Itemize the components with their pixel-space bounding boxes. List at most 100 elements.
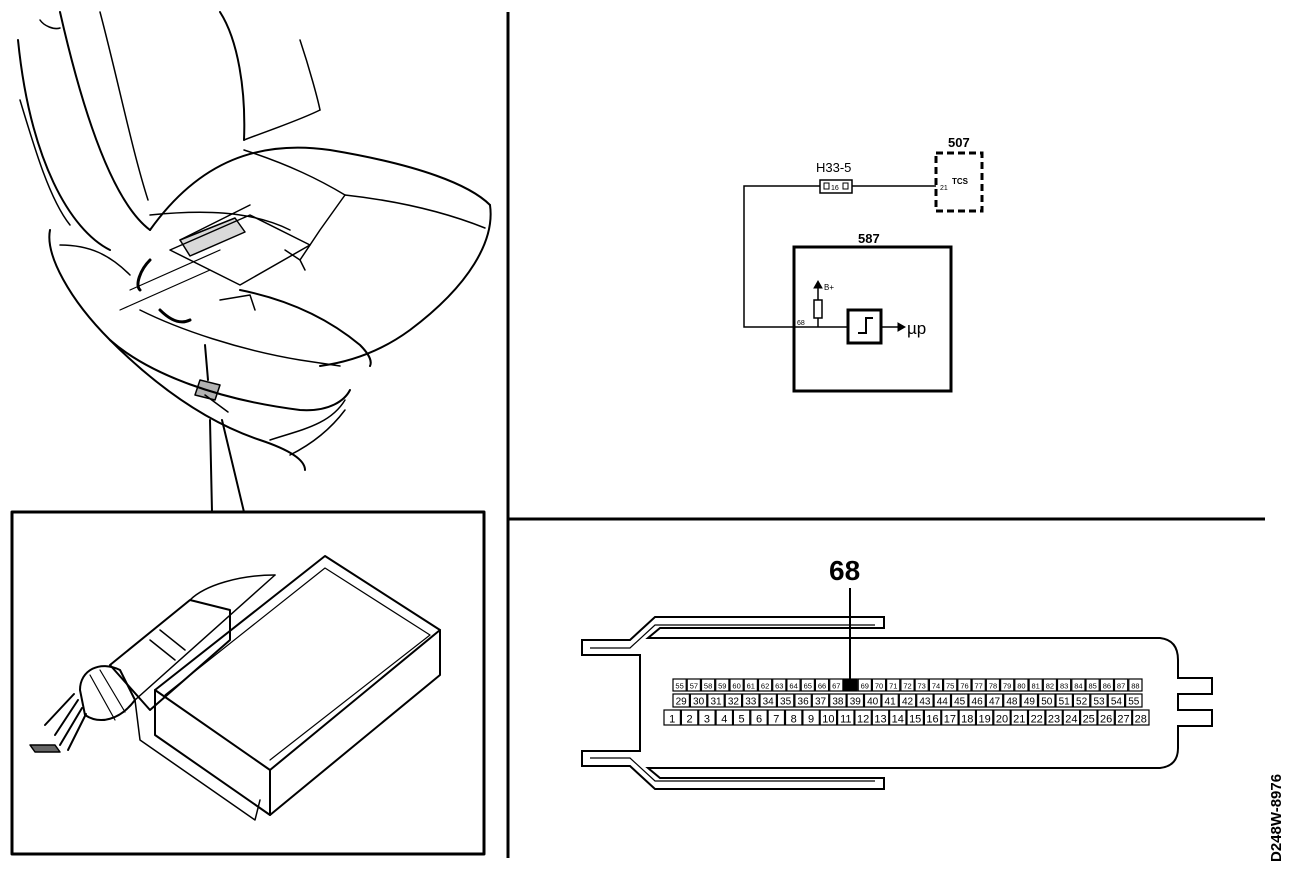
pin-cell [1128,678,1143,692]
pin-cell [1079,709,1098,726]
pull-up-resistor [813,279,823,327]
pin-number: 29 [676,697,688,708]
pin-cell [772,678,787,692]
pin-number: 27 [1117,714,1129,726]
pin-number: 48 [1006,697,1018,708]
pin-number: 64 [789,682,797,691]
pin-cell [985,678,1001,692]
pin-number: 5 [739,714,745,726]
pin-cell [1090,693,1108,708]
callout-pin-number: 68 [829,555,860,586]
pin-number: 3 [704,714,710,726]
pin-number: 35 [780,697,792,708]
pin-cell [1055,693,1073,708]
pin-number: 20 [996,714,1008,726]
pin-cell [776,693,795,708]
pin-number: 68 [846,682,854,691]
pin-cell [942,678,958,692]
pin-number: 47 [989,697,1001,708]
ecu-input-pin-label: 68 [797,320,805,327]
schmitt-trigger-icon [846,308,907,345]
pin-number: 16 [926,714,938,726]
pin-number: 72 [903,682,911,691]
pin-number: 66 [818,682,826,691]
pin-number: 74 [932,682,940,691]
signal-wire [743,185,936,328]
pin-number: 57 [690,682,698,691]
pin-number: 23 [1048,714,1060,726]
pin-cell [928,678,944,692]
pin-number: 86 [1103,682,1111,691]
connector-housing [581,616,1213,790]
pin-number: 8 [791,714,797,726]
pin-cell [1124,693,1143,708]
pin-cell [999,678,1015,692]
pin-number: 28 [1135,714,1147,726]
pin-number: 58 [704,682,712,691]
pin-cell [950,693,969,708]
pin-number: 26 [1100,714,1112,726]
pin-number: 21 [1013,714,1025,726]
pin-cell [863,693,882,708]
pin-number: 40 [867,697,879,708]
pin-cell [672,678,687,692]
pin-cell [1010,709,1029,726]
pin-cell [914,678,929,692]
ecu-module-box [792,245,953,393]
pin-cell [846,693,865,708]
pin-cell [933,693,952,708]
pin-number: 73 [918,682,926,691]
pin-number: 30 [693,697,705,708]
pin-cell [1027,709,1046,726]
pin-number: 39 [850,697,862,708]
pin-number: 83 [1060,682,1068,691]
pin-number: 59 [718,682,726,691]
pin-cell [732,709,751,726]
pin-cell [941,709,959,726]
pin-cell [800,678,816,692]
pin-cell [750,709,768,726]
pin-cell [888,709,907,726]
pin-cell [729,678,744,692]
pin-number: 1 [669,714,675,726]
pin-number: 6 [756,714,762,726]
pin-cell [871,678,887,692]
pin-number: 15 [909,714,921,726]
pin-number: 13 [874,714,886,726]
pin-number: 32 [728,697,740,708]
pin-cell [1107,693,1126,708]
pin-cell [1085,678,1100,692]
pin-number: 75 [946,682,954,691]
pin-number: 63 [775,682,783,691]
pin-number: 55 [1128,697,1140,708]
pin-number: 52 [1076,697,1088,708]
pin-number: 11 [840,714,851,726]
pin-cell [757,678,773,692]
pin-number: 88 [1131,682,1139,691]
pin-number: 78 [989,682,997,691]
pin-number: 82 [1046,682,1054,691]
pin-number: 44 [937,697,949,708]
pin-cell [885,678,901,692]
pin-cell [1071,678,1086,692]
pin-number: 31 [710,697,722,708]
pin-number: 49 [1024,697,1036,708]
figure-code: D248W-8976 [1268,774,1285,862]
pin-number: 81 [1032,682,1040,691]
pin-number: 46 [972,697,984,708]
pin-cell [958,709,977,726]
pin-cell [741,693,760,708]
pin-cell [784,709,803,726]
pin-number: 55 [675,682,683,691]
pin-cell [854,709,872,726]
pin-cell [1020,693,1039,708]
pin-number: 50 [1041,697,1053,708]
tcs-module-label: TCS [952,177,969,186]
pin-cell [1113,678,1129,692]
pin-cell [802,709,820,726]
pin-number: 10 [822,714,834,726]
pin-number: 84 [1074,682,1082,691]
